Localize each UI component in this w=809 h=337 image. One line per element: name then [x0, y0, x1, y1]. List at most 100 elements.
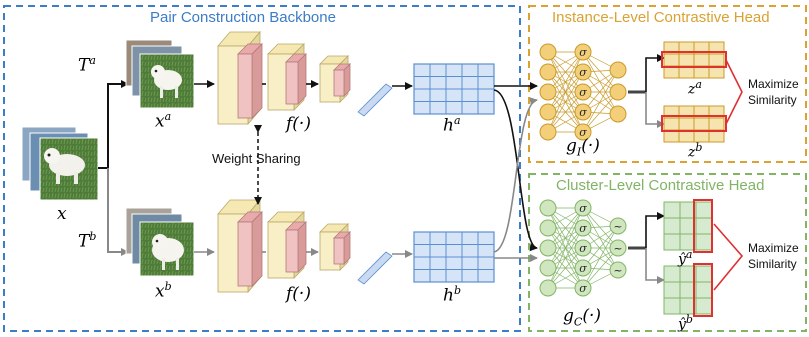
- view-b-stack: [125, 207, 195, 277]
- branch-line-bottom: [107, 168, 129, 256]
- cluster-mlp-node-glyph: σ: [579, 222, 587, 235]
- cluster-mlp-node: [574, 239, 592, 257]
- instance-mlp-node-glyph: σ: [579, 46, 587, 59]
- cluster-mlp-node: [539, 279, 557, 297]
- y-b-highlight: [693, 263, 713, 317]
- instance-mlp-node: [574, 123, 592, 141]
- instance-mlp-node: [539, 103, 557, 121]
- cluster-out-bottom-arrow: [645, 248, 665, 284]
- aug-b-label: Tb: [78, 230, 97, 252]
- cluster-mlp-edge: [582, 225, 619, 289]
- cluster-mlp-edge: [582, 247, 619, 289]
- instance-mlp-node: [574, 63, 592, 81]
- cluster-mlp-node-glyph: ~: [613, 220, 622, 233]
- instance-mlp-node: [539, 123, 557, 141]
- cluster-mlp-node: [539, 239, 557, 257]
- cluster-mlp-node: [609, 261, 627, 279]
- instance-out-top-arrow: [645, 54, 665, 92]
- cluster-mlp-node: [574, 199, 592, 217]
- cluster-mlp-edge: [582, 225, 619, 269]
- cluster-mlp-edge: [582, 207, 619, 249]
- y-a-grid: [663, 199, 713, 253]
- y-b-label: ŷb: [678, 313, 693, 333]
- cluster-mlp-node-glyph: σ: [579, 262, 587, 275]
- cluster-mlp-node-glyph: σ: [579, 282, 587, 295]
- instance-mlp-node-glyph: σ: [579, 126, 587, 139]
- cluster-maximize-line1: Maximize: [748, 241, 799, 255]
- instance-mlp-node: [539, 63, 557, 81]
- instance-mlp-node-glyph: σ: [579, 86, 587, 99]
- feature-a-to-cluster: [493, 89, 538, 252]
- instance-mlp-node: [609, 83, 627, 101]
- cluster-mlp-edge: [547, 247, 584, 289]
- instance-mlp-node: [574, 43, 592, 61]
- instance-mlp-node: [574, 103, 592, 121]
- feature-b-to-instance: [493, 97, 538, 253]
- instance-mlp-node: [574, 83, 592, 101]
- instance-mlp-edge: [547, 51, 584, 133]
- instance-mlp-edge: [547, 91, 584, 133]
- encoder-a-label: f(·): [286, 114, 311, 134]
- input-label: x: [57, 204, 67, 224]
- cluster-mlp-edge: [547, 207, 584, 289]
- branch-line-top: [98, 80, 129, 169]
- cluster-mlp-node: [609, 239, 627, 257]
- cluster-mlp-edge: [547, 207, 584, 249]
- instance-mlp-node: [609, 105, 627, 123]
- cluster-mlp-edge: [547, 227, 584, 289]
- z-a-grid: [661, 41, 727, 79]
- cluster-mlp-node-glyph: ~: [613, 264, 622, 277]
- instance-out-bottom-arrow: [645, 92, 665, 128]
- weight-sharing-label: Weight Sharing: [212, 151, 301, 166]
- instance-mlp-node: [539, 43, 557, 61]
- z-a-label: za: [688, 78, 702, 98]
- encoder-a: [217, 30, 393, 126]
- cluster-out-top-arrow: [645, 212, 665, 248]
- cluster-head-panel: [528, 173, 807, 332]
- instance-mlp-edge: [582, 91, 619, 133]
- backbone-panel: [3, 5, 521, 332]
- instance-mlp-node: [609, 61, 627, 79]
- y-b-grid: [663, 263, 713, 317]
- instance-mlp-edge: [582, 51, 619, 115]
- cluster-mlp-node: [539, 219, 557, 237]
- cluster-maximize-line2: Similarity: [748, 257, 797, 271]
- encoder-b: [217, 198, 393, 294]
- instance-similarity-bracket: [725, 59, 743, 125]
- cluster-head-title: Cluster-Level Contrastive Head: [556, 177, 765, 194]
- feature-grid-b: [413, 231, 495, 283]
- cluster-mlp-node-glyph: σ: [579, 242, 587, 255]
- view-b-label: xb: [155, 280, 172, 302]
- z-a-highlight: [661, 51, 727, 68]
- instance-mlp-node-glyph: σ: [579, 66, 587, 79]
- z-b-label: zb: [688, 141, 703, 161]
- g-cluster-label: gC(·): [563, 306, 601, 329]
- instance-mlp-node: [539, 83, 557, 101]
- instance-mlp-edge: [547, 71, 584, 133]
- view-a-stack: [125, 39, 195, 109]
- instance-mlp-edge: [582, 51, 619, 93]
- instance-head-panel: [528, 5, 807, 163]
- cluster-mlp-edge: [547, 207, 584, 269]
- cluster-mlp-node-glyph: ~: [613, 242, 622, 255]
- cluster-mlp-edge: [582, 207, 619, 271]
- g-instance-label: gI(·): [566, 136, 600, 159]
- feature-a-label: ha: [443, 114, 461, 136]
- instance-mlp-edge: [547, 51, 584, 93]
- y-a-label: ŷa: [678, 248, 693, 268]
- instance-mlp-edge: [582, 69, 619, 133]
- dog-photo-icon: [44, 148, 85, 184]
- feature-grid-a: [413, 63, 495, 115]
- cluster-similarity-bracket: [713, 223, 744, 291]
- z-b-grid: [661, 105, 727, 143]
- cluster-mlp-node: [574, 279, 592, 297]
- cluster-mlp-node: [574, 259, 592, 277]
- feature-b-label: hb: [443, 284, 461, 306]
- instance-maximize-line2: Similarity: [748, 93, 797, 107]
- cluster-mlp-node-glyph: σ: [579, 202, 587, 215]
- encoder-b-label: f(·): [286, 284, 311, 304]
- backbone-title: Pair Construction Backbone: [150, 9, 336, 26]
